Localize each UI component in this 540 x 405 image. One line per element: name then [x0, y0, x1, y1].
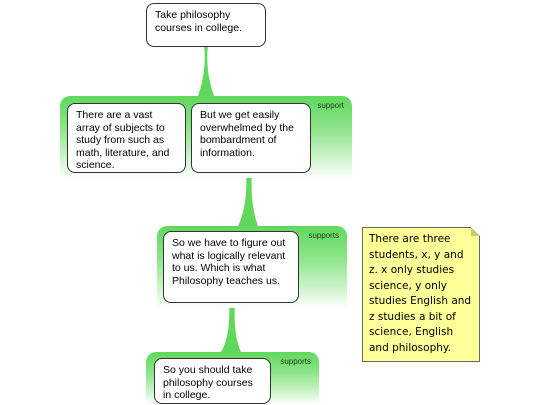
- claim-node[interactable]: Take philosophy courses in college.: [146, 3, 266, 47]
- connector-reason-c-to-band3: [221, 302, 241, 352]
- reason-b-text: But we get easily overwhelmed by the bom…: [200, 109, 294, 159]
- supports-label: supports: [308, 231, 339, 240]
- reason-node-overwhelmed[interactable]: But we get easily overwhelmed by the bom…: [191, 103, 311, 173]
- note-text: There are three students, x, y and z. x …: [369, 233, 472, 354]
- reason-c-text: So we have to figure out what is logical…: [172, 237, 286, 287]
- support-label: support: [317, 101, 344, 110]
- claim-text: Take philosophy courses in college.: [155, 9, 242, 34]
- connector-reason-b-to-band2: [238, 172, 258, 226]
- reason-node-subjects[interactable]: There are a vast array of subjects to st…: [67, 103, 186, 173]
- conclusion-text: So you should take philosophy courses in…: [163, 364, 253, 401]
- conclusion-node[interactable]: So you should take philosophy courses in…: [154, 358, 271, 404]
- sticky-note[interactable]: There are three students, x, y and z. x …: [362, 227, 480, 362]
- reason-a-text: There are a vast array of subjects to st…: [76, 109, 170, 171]
- supports-label: supports: [280, 357, 311, 366]
- reason-node-relevance[interactable]: So we have to figure out what is logical…: [163, 231, 299, 303]
- connector-claim-to-band1: [198, 46, 214, 96]
